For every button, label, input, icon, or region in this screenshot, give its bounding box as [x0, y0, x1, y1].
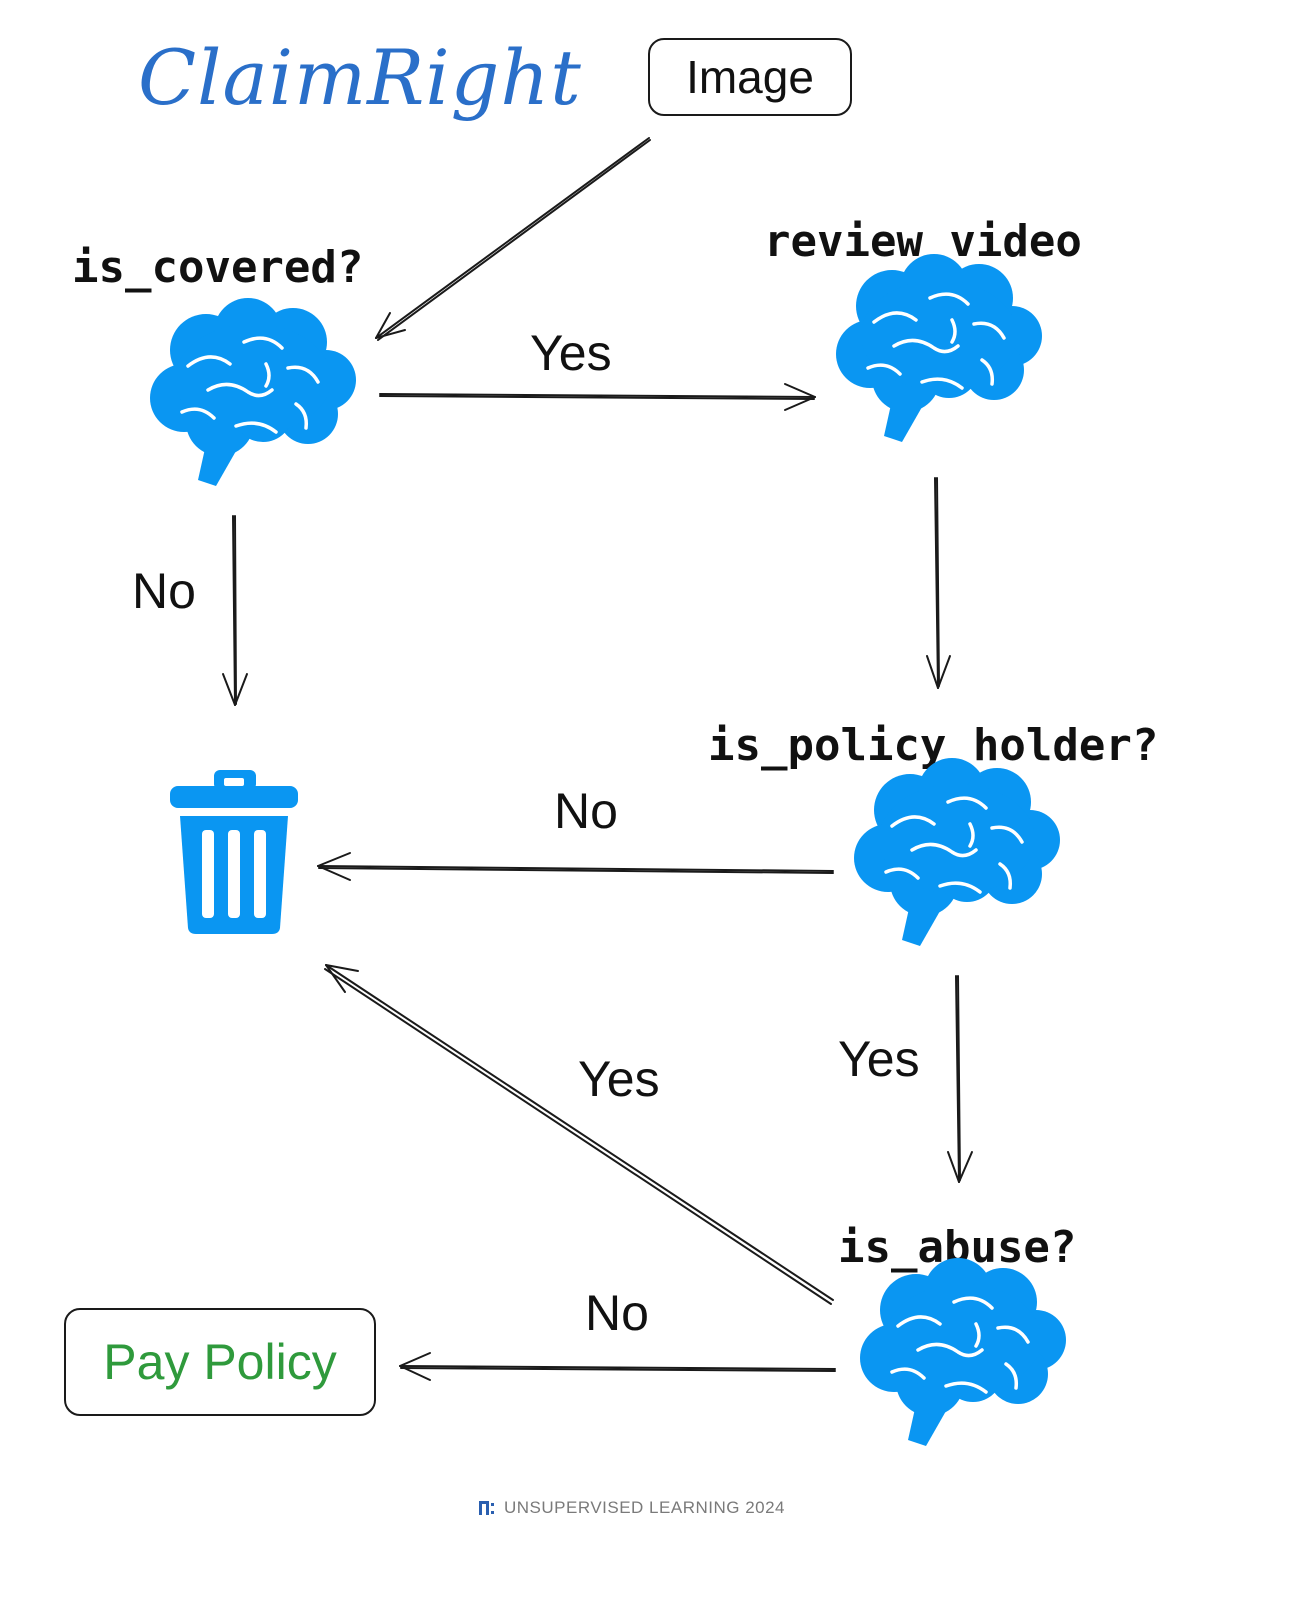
image-input-box: Image: [648, 38, 852, 116]
footer: UNSUPERVISED LEARNING 2024: [478, 1498, 785, 1518]
edge-label-policy-yes: Yes: [838, 1031, 920, 1087]
pay-policy-box: Pay Policy: [64, 1308, 376, 1416]
arrow-policy-holder-to-is-abuse: [947, 975, 973, 1183]
arrow-is-abuse-to-pay-policy: [399, 1352, 836, 1381]
edge-label-covered-yes: Yes: [530, 325, 612, 381]
pay-policy-label: Pay Policy: [103, 1334, 337, 1390]
arrow-image-to-is-covered: [375, 137, 651, 341]
edge-label-abuse-no: No: [585, 1285, 649, 1341]
arrow-review-video-to-policy-holder: [926, 477, 951, 689]
arrow-is-abuse-to-trash: [324, 964, 834, 1305]
node-label-is-covered: is_covered?: [72, 242, 364, 293]
brand-title: ClaimRight: [138, 33, 582, 122]
node-label-is-policy-holder: is_policy_holder?: [708, 720, 1159, 771]
edge-label-covered-no: No: [132, 563, 196, 619]
arrow-is-covered-to-trash: [222, 515, 248, 706]
arrow-policy-holder-to-trash: [317, 852, 834, 881]
arrow-is-covered-to-review-video: [379, 383, 816, 411]
ul-logo-icon: [479, 1501, 494, 1515]
edge-label-policy-no: No: [554, 783, 618, 839]
image-input-label: Image: [686, 51, 814, 103]
trash-icon: [170, 770, 298, 934]
edge-label-abuse-yes: Yes: [578, 1051, 660, 1107]
footer-text: UNSUPERVISED LEARNING 2024: [504, 1498, 786, 1517]
